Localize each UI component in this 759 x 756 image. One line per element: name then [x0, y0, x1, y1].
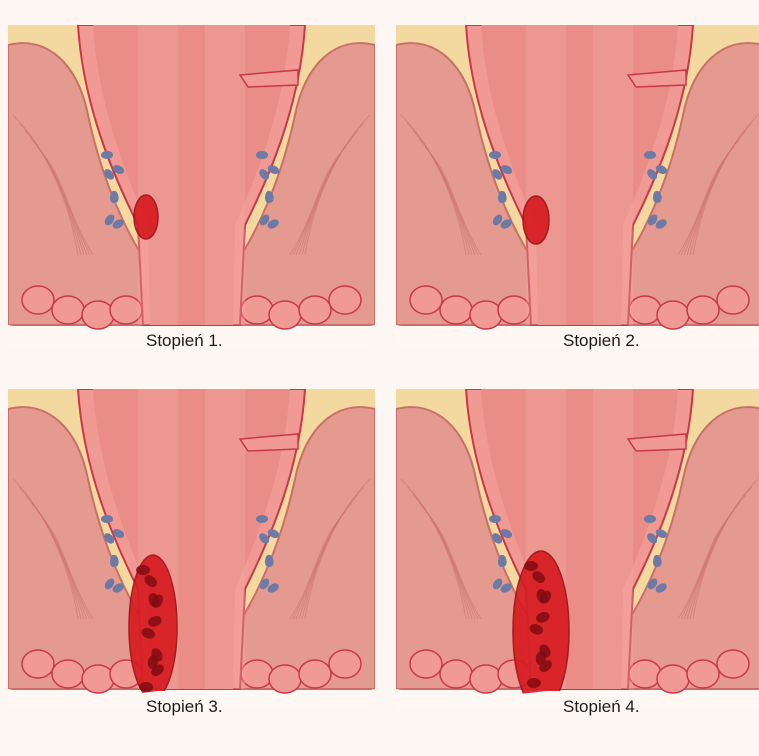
right-venous-plexus	[644, 151, 656, 159]
left-sphincter-lobe	[22, 286, 54, 314]
thrombus-clot	[527, 678, 541, 688]
thrombus-clot	[136, 565, 150, 575]
left-venous-plexus	[489, 151, 501, 159]
right-sphincter-lobe	[687, 296, 719, 324]
left-venous-plexus	[101, 151, 113, 159]
right-sphincter-lobe	[717, 650, 749, 678]
panel-grade-3	[8, 389, 375, 710]
thrombus-clot	[139, 682, 153, 692]
hemorrhoid-mass	[134, 195, 158, 239]
right-venous-plexus	[644, 515, 656, 523]
anal-canal-grade-4-illustration	[396, 389, 759, 710]
right-sphincter-lobe	[329, 286, 361, 314]
right-venous-plexus	[256, 515, 268, 523]
left-sphincter-lobe	[410, 650, 442, 678]
anal-canal-grade-3-illustration	[8, 389, 375, 710]
hemorrhoid-mass	[523, 196, 549, 244]
right-venous-plexus	[256, 151, 268, 159]
left-sphincter-lobe	[470, 301, 502, 329]
anal-canal-grade-2-illustration	[396, 25, 759, 346]
right-sphincter-lobe	[241, 296, 273, 324]
right-sphincter-lobe	[329, 650, 361, 678]
left-venous-plexus	[101, 515, 113, 523]
left-sphincter-lobe	[440, 660, 472, 688]
left-sphincter-lobe	[410, 286, 442, 314]
left-sphincter-lobe	[82, 301, 114, 329]
right-sphincter-lobe	[299, 660, 331, 688]
right-sphincter-lobe	[241, 660, 273, 688]
caption-grade-3: Stopień 3.	[146, 697, 223, 717]
left-sphincter-lobe	[498, 296, 530, 324]
right-sphincter-lobe	[629, 660, 661, 688]
right-sphincter-lobe	[687, 660, 719, 688]
left-sphincter-lobe	[82, 665, 114, 693]
panel-grade-1	[8, 25, 375, 346]
right-sphincter-lobe	[269, 301, 301, 329]
caption-grade-4: Stopień 4.	[563, 697, 640, 717]
right-sphincter-lobe	[269, 665, 301, 693]
left-sphincter-lobe	[440, 296, 472, 324]
left-sphincter-lobe	[52, 660, 84, 688]
left-sphincter-lobe	[470, 665, 502, 693]
left-venous-plexus	[489, 515, 501, 523]
panel-grade-4	[396, 389, 759, 710]
right-sphincter-lobe	[629, 296, 661, 324]
right-sphincter-lobe	[299, 296, 331, 324]
caption-grade-2: Stopień 2.	[563, 331, 640, 351]
panel-grade-2	[396, 25, 759, 346]
thrombus-clot	[524, 561, 538, 571]
caption-grade-1: Stopień 1.	[146, 331, 223, 351]
right-sphincter-lobe	[717, 286, 749, 314]
right-sphincter-lobe	[657, 665, 689, 693]
anal-canal-grade-1-illustration	[8, 25, 375, 346]
left-sphincter-lobe	[52, 296, 84, 324]
left-sphincter-lobe	[110, 296, 142, 324]
right-sphincter-lobe	[657, 301, 689, 329]
left-sphincter-lobe	[22, 650, 54, 678]
